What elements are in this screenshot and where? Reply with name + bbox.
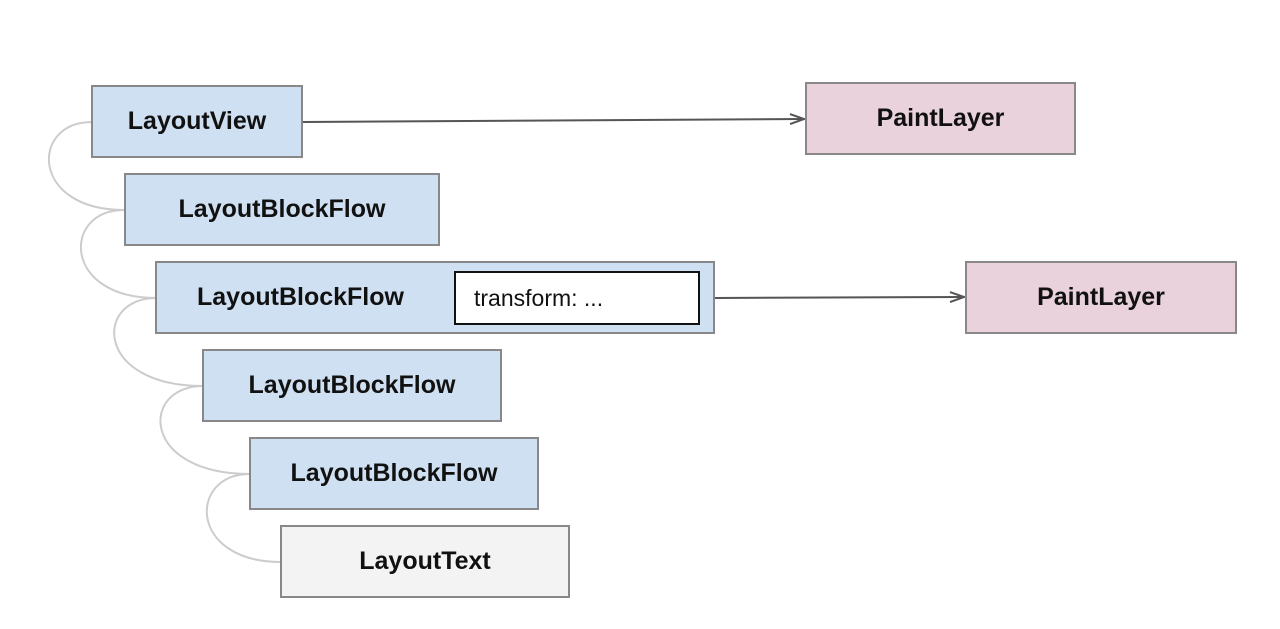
- node-label: LayoutView: [127, 107, 267, 135]
- node-label: PaintLayer: [1037, 283, 1165, 311]
- node-layout-block-flow-4: LayoutBlockFlow: [249, 437, 539, 510]
- node-label: LayoutText: [359, 547, 491, 575]
- arrow-view-to-paintlayer: [302, 119, 804, 122]
- arrow-transformed-to-paintlayer: [714, 297, 964, 298]
- tree-connector-flow4-to-text: [205, 473, 282, 563]
- node-layout-block-flow-2: LayoutBlockFlow transform: ...: [155, 261, 715, 334]
- node-label: LayoutBlockFlow: [248, 371, 456, 399]
- node-layout-block-flow-1: LayoutBlockFlow: [124, 173, 440, 246]
- node-label: PaintLayer: [876, 104, 1005, 132]
- transform-property-box: transform: ...: [454, 271, 700, 325]
- tree-connector-flow1-to-flow2: [79, 209, 157, 299]
- node-paint-layer-1: PaintLayer: [805, 82, 1076, 155]
- node-layout-text: LayoutText: [280, 525, 570, 598]
- node-label: LayoutBlockFlow: [178, 195, 386, 223]
- node-layout-view: LayoutView: [91, 85, 303, 158]
- node-label: LayoutBlockFlow: [290, 459, 498, 487]
- tree-connector-view-to-flow1: [47, 121, 125, 211]
- transform-property-label: transform: ...: [474, 284, 604, 311]
- node-layout-block-flow-3: LayoutBlockFlow: [202, 349, 502, 422]
- tree-connector-flow2-to-flow3: [113, 297, 204, 387]
- node-label: LayoutBlockFlow: [197, 283, 404, 311]
- node-paint-layer-2: PaintLayer: [965, 261, 1237, 334]
- tree-connector-flow3-to-flow4: [159, 385, 251, 475]
